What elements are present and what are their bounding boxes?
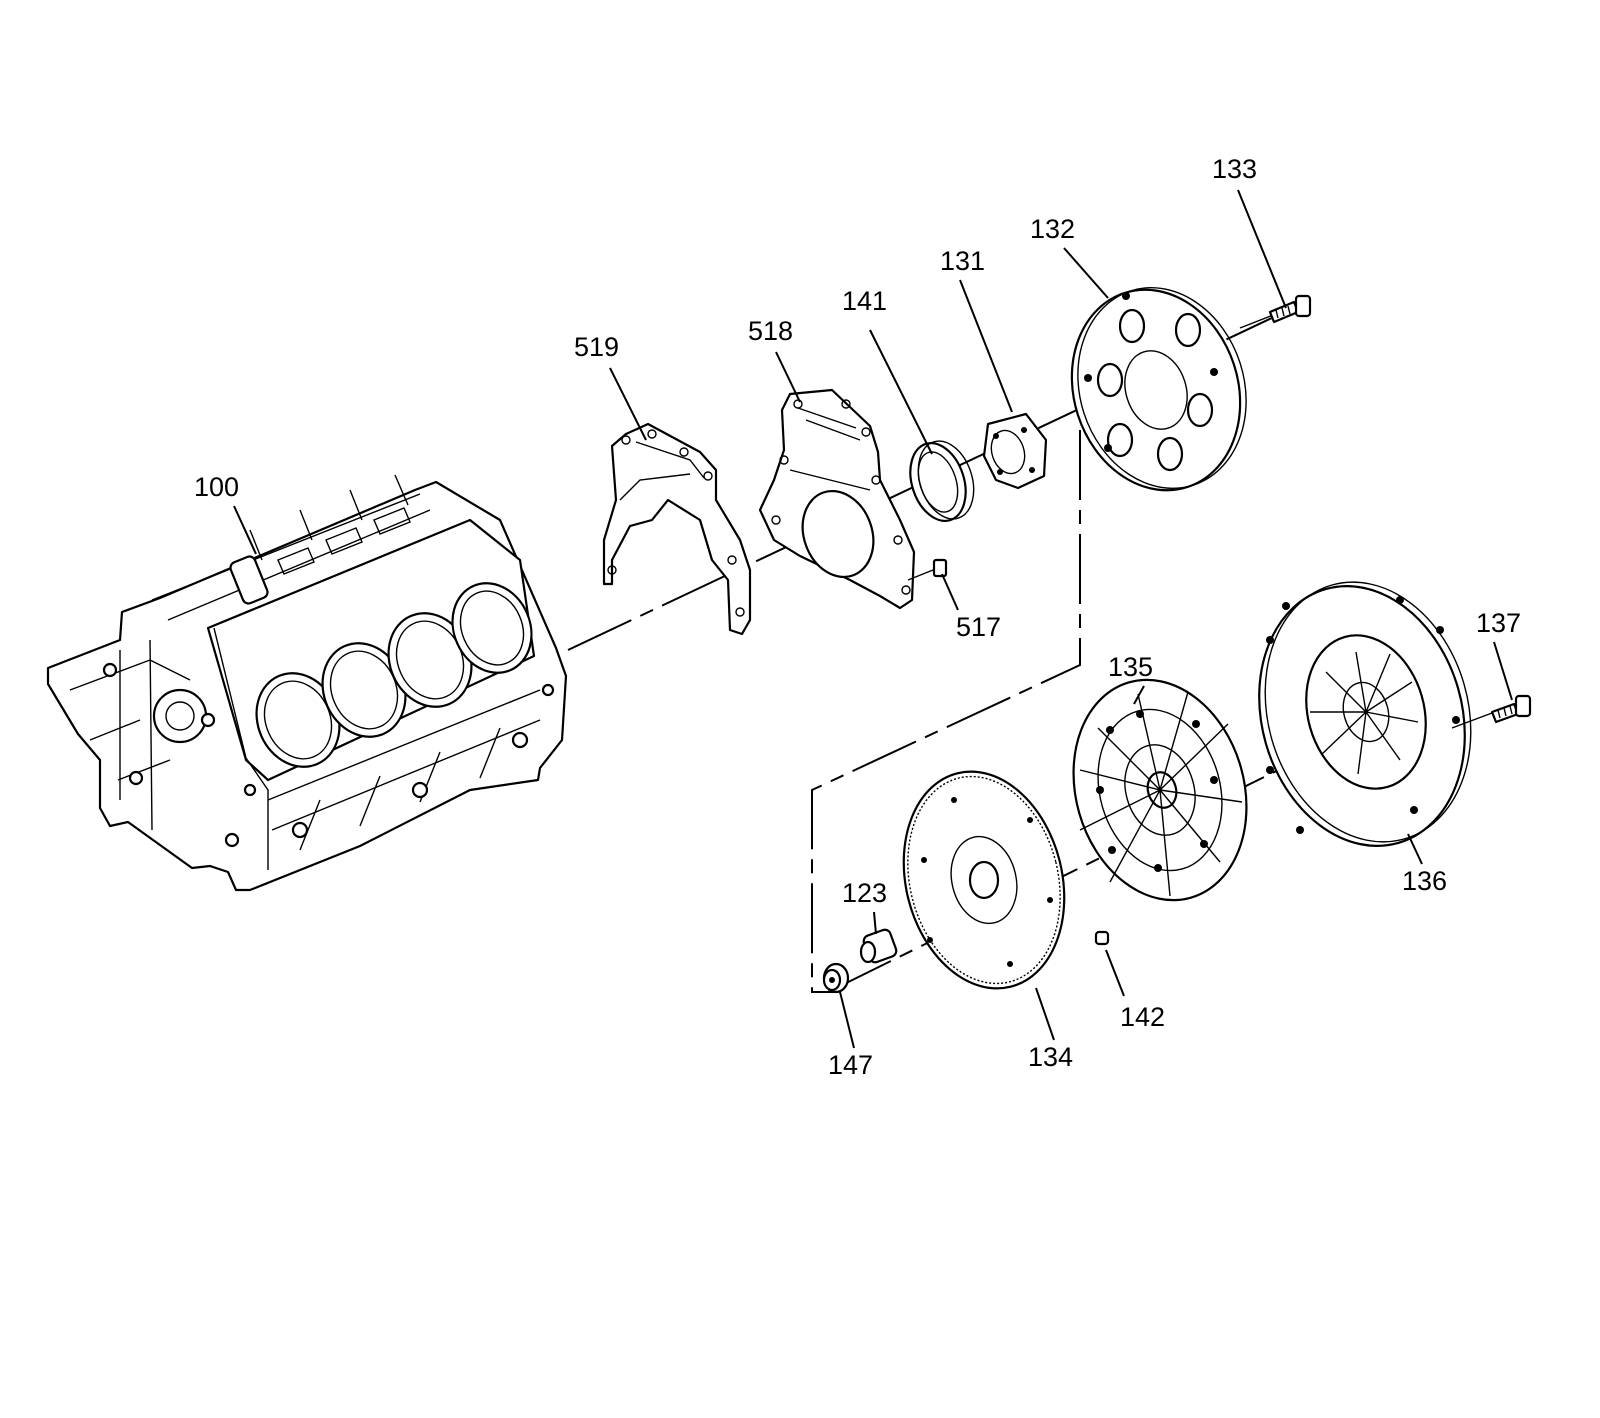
label-100: 100 xyxy=(194,472,239,502)
rear-cover-518 xyxy=(758,388,916,610)
bolt-137 xyxy=(1451,694,1532,729)
label-141: 141 xyxy=(842,286,887,316)
label-123: 123 xyxy=(842,878,887,908)
label-132: 132 xyxy=(1030,214,1075,244)
label-519: 519 xyxy=(574,332,619,362)
label-142: 142 xyxy=(1120,1002,1165,1032)
dowel-142 xyxy=(1094,930,1110,946)
label-133: 133 xyxy=(1212,154,1257,184)
label-134: 134 xyxy=(1028,1042,1073,1072)
bolt-133 xyxy=(1239,294,1312,329)
leader-lines xyxy=(233,189,1513,1049)
seal-141 xyxy=(909,440,975,522)
gasket-519 xyxy=(602,422,752,636)
engine-block xyxy=(46,474,568,892)
label-517: 517 xyxy=(956,612,1001,642)
spacer-131 xyxy=(982,412,1048,490)
bushing-147 xyxy=(822,962,850,994)
label-136: 136 xyxy=(1402,866,1447,896)
flexplate-132 xyxy=(1070,287,1247,492)
label-518: 518 xyxy=(748,316,793,346)
cylinder-bores xyxy=(255,582,533,768)
part-labels: 100 519 518 141 131 132 133 517 135 137 … xyxy=(194,154,1521,1080)
pressure-plate-136 xyxy=(1258,581,1472,847)
bolt-517 xyxy=(907,558,948,581)
bearing-123 xyxy=(859,928,898,964)
label-147: 147 xyxy=(828,1050,873,1080)
label-135: 135 xyxy=(1108,652,1153,682)
flywheel-134 xyxy=(902,770,1066,990)
label-137: 137 xyxy=(1476,608,1521,638)
label-131: 131 xyxy=(940,246,985,276)
clutch-disc-135 xyxy=(1072,678,1248,902)
